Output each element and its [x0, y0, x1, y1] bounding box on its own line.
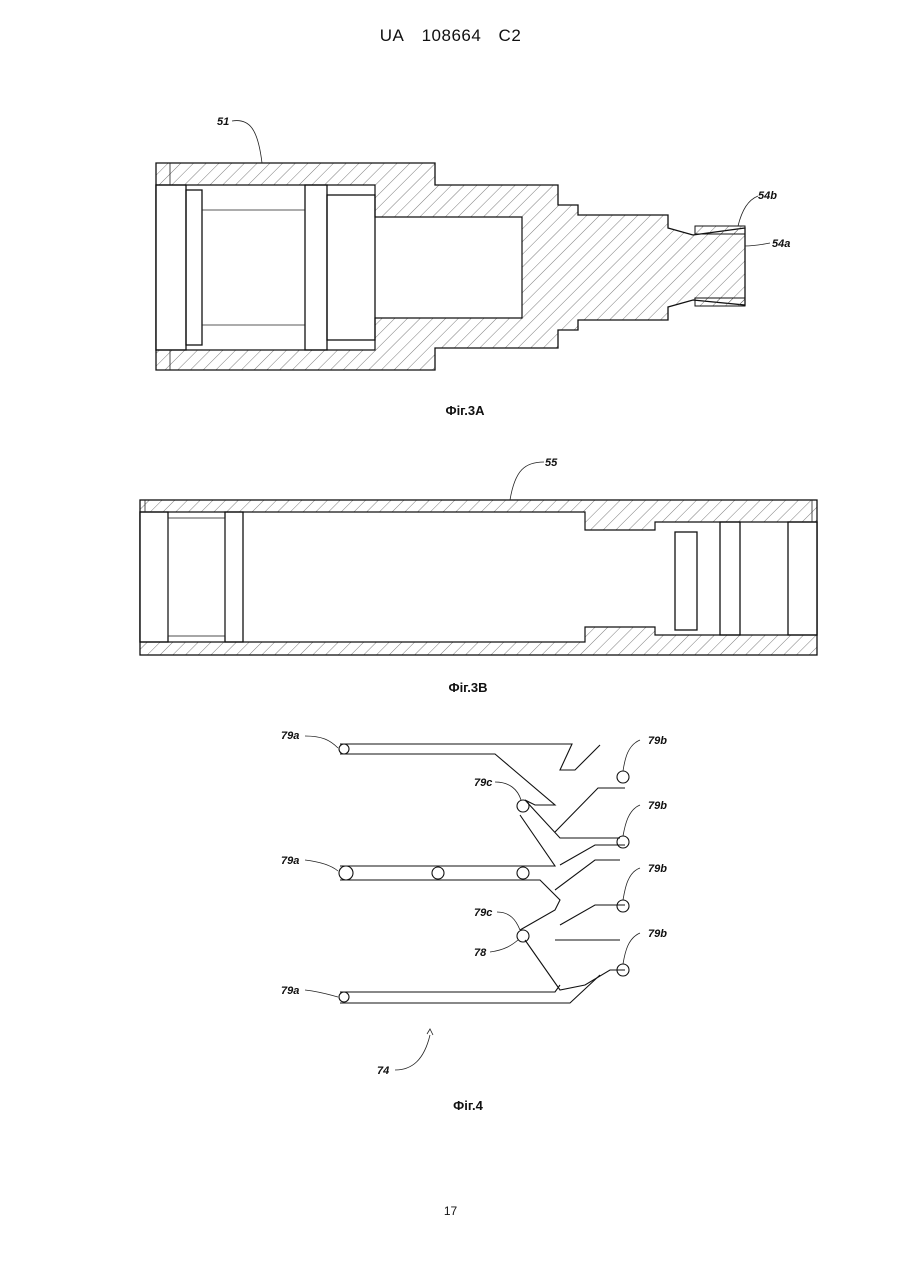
page-number: 17 [0, 1204, 901, 1218]
label-79c-2: 79c [474, 907, 492, 919]
label-54a: 54a [772, 238, 790, 250]
pin-middle-right [517, 867, 529, 879]
pin-79c-1 [517, 800, 529, 812]
caption-fig-4: Фіг.4 [368, 1098, 568, 1113]
label-79b-3: 79b [648, 863, 667, 875]
pin-79a-top [339, 744, 349, 754]
label-54b: 54b [758, 190, 777, 202]
label-78: 78 [474, 947, 487, 959]
figure-4-leaders [305, 736, 640, 1070]
fig3a-collar-top [695, 226, 745, 234]
pin-79c-2 [517, 930, 529, 942]
caption-fig-3a: Фіг.3А [365, 403, 565, 418]
fig3b-inner-bore [140, 512, 817, 642]
pin-79b-3 [617, 900, 629, 912]
pin-79a-middle [339, 866, 353, 880]
fig3a-collar-bottom [695, 298, 745, 306]
label-79c-1: 79c [474, 777, 492, 789]
label-74: 74 [377, 1065, 389, 1077]
label-79a-top: 79a [281, 730, 299, 742]
pin-79b-2 [617, 836, 629, 848]
figure-3b-drawing [140, 462, 817, 655]
pin-middle-center [432, 867, 444, 879]
figure-3a-drawing [156, 121, 770, 370]
label-51: 51 [217, 116, 229, 128]
label-79a-bottom: 79a [281, 985, 299, 997]
label-79b-1: 79b [648, 735, 667, 747]
label-79b-2: 79b [648, 800, 667, 812]
pin-79b-1 [617, 771, 629, 783]
pin-79a-bottom [339, 992, 349, 1002]
label-55: 55 [545, 457, 558, 469]
label-79a-middle: 79a [281, 855, 299, 867]
label-79b-4: 79b [648, 928, 667, 940]
caption-fig-3b: Фіг.3В [368, 680, 568, 695]
